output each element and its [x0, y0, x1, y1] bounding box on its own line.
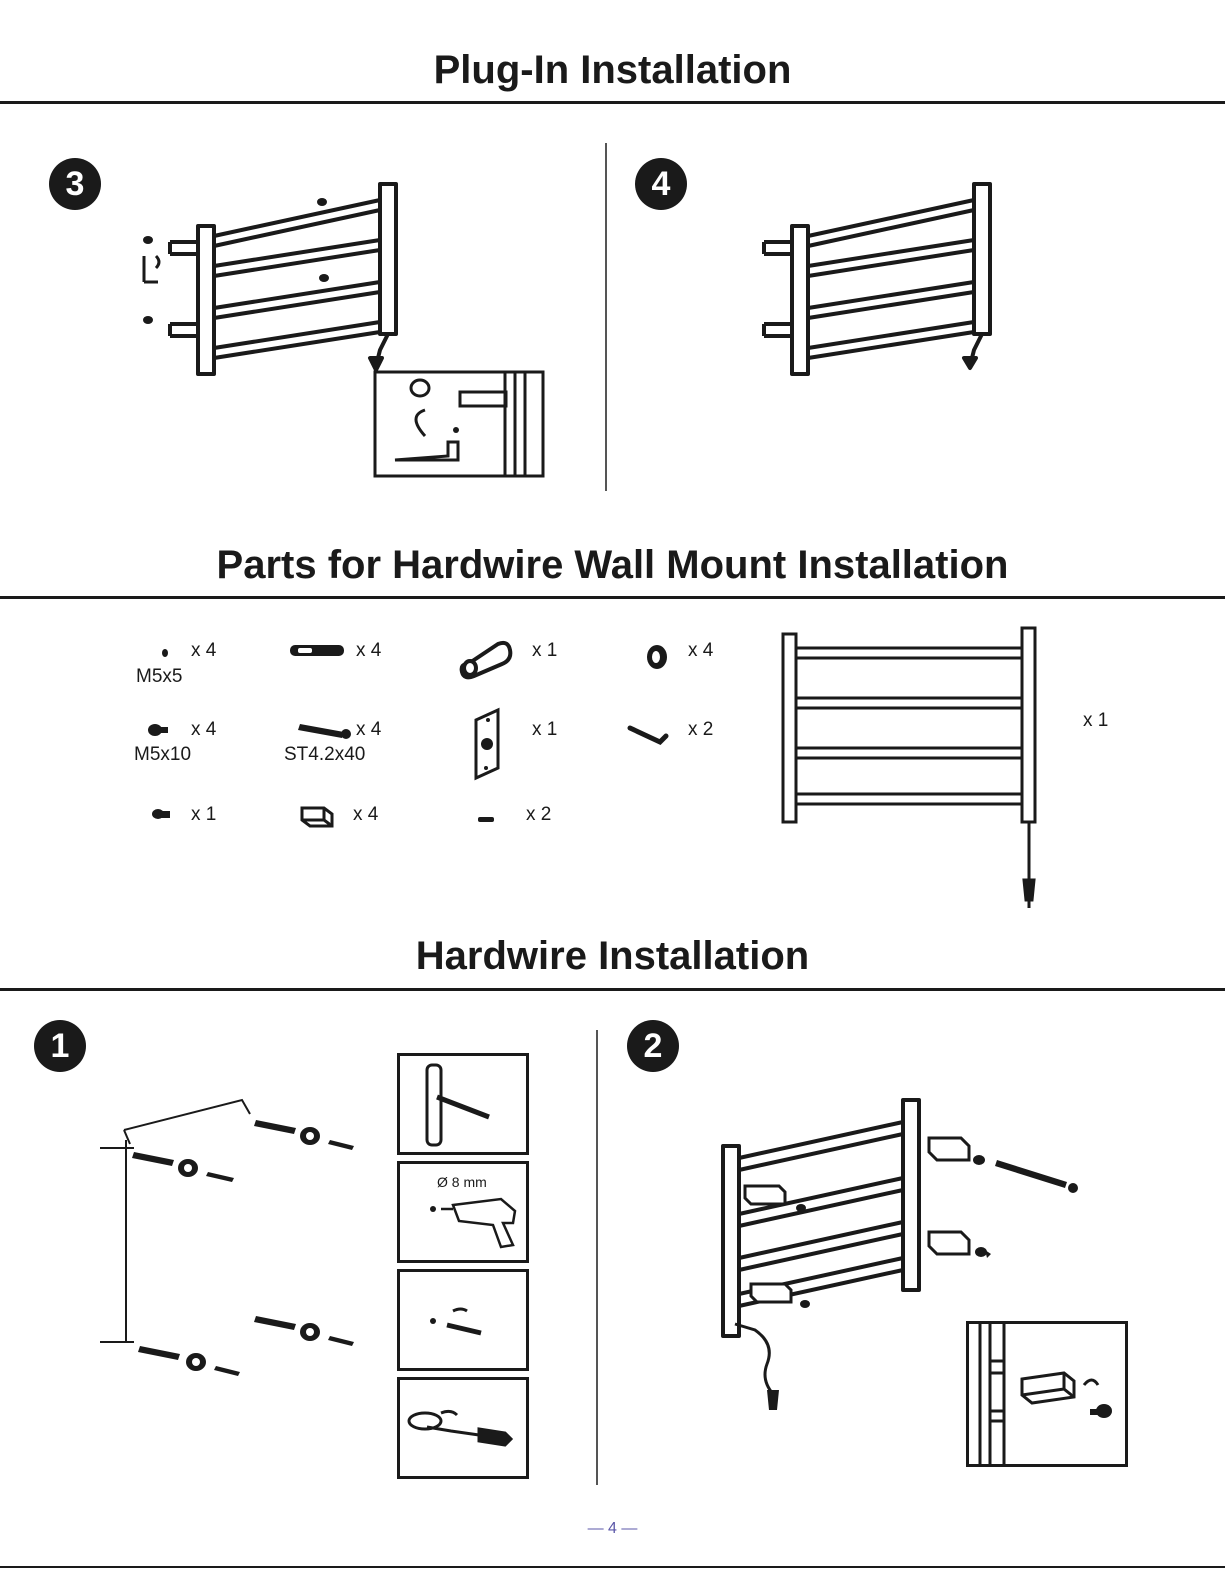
- page-number: — 4 —: [0, 1520, 1225, 1538]
- part-qty: x 4: [353, 804, 378, 826]
- towel-rack-front-view: [780, 624, 1050, 914]
- step-2-badge: 2: [627, 1020, 679, 1072]
- hardwire-title-rule: [0, 988, 1225, 991]
- part-qty: x 4: [688, 640, 713, 662]
- cylinder-sleeve-icon: [460, 636, 514, 680]
- inset-mark-holes-icon: [397, 1053, 529, 1155]
- step-2-inset-bracket-detail: [966, 1321, 1128, 1467]
- plugin-title-rule: [0, 101, 1225, 104]
- part-qty: x 4: [356, 640, 381, 662]
- step-1-badge: 1: [34, 1020, 86, 1072]
- mounting-plate-icon: [470, 706, 504, 782]
- step-1-anchor-layout-illustration: [90, 1090, 370, 1390]
- small-screw-icon: [150, 806, 174, 822]
- wood-screw-st4-2x40-icon: [296, 718, 354, 742]
- nut-icon: [644, 642, 672, 672]
- part-label: ST4.2x40: [284, 744, 365, 766]
- screw-m5x10-icon: [146, 722, 170, 738]
- drill-bit-size: Ø 8 mm: [437, 1174, 487, 1190]
- hardwire-section-title: Hardwire Installation: [0, 934, 1225, 979]
- hardwire-step-divider: [596, 1030, 598, 1485]
- plugin-step-divider: [605, 143, 607, 491]
- part-qty: x 2: [526, 804, 551, 826]
- inset-insert-anchor-icon: [397, 1269, 529, 1371]
- wall-anchor-icon: [288, 642, 348, 662]
- part-qty: x 4: [356, 719, 381, 741]
- part-qty: x 1: [532, 640, 557, 662]
- part-label: M5x5: [136, 666, 182, 688]
- step-4-badge: 4: [635, 158, 687, 210]
- part-qty: x 4: [191, 640, 216, 662]
- step-3-badge: 3: [49, 158, 101, 210]
- screw-m5x5-icon: [160, 648, 172, 660]
- part-qty: x 1: [532, 719, 557, 741]
- bracket-block-icon: [298, 804, 336, 830]
- inset-hammer-anchor-icon: [397, 1377, 529, 1479]
- step-3-towel-rack-illustration: [130, 170, 560, 490]
- part-qty: x 2: [688, 719, 713, 741]
- part-label: M5x10: [134, 744, 191, 766]
- set-screw-icon: [476, 814, 498, 826]
- allen-key-icon: [626, 722, 670, 750]
- plugin-section-title: Plug-In Installation: [0, 48, 1225, 93]
- step-4-towel-rack-illustration: [740, 170, 1020, 380]
- rack-qty: x 1: [1083, 710, 1108, 732]
- part-qty: x 4: [191, 719, 216, 741]
- parts-section-title: Parts for Hardwire Wall Mount Installati…: [0, 543, 1225, 588]
- parts-title-rule: [0, 596, 1225, 599]
- part-qty: x 1: [191, 804, 216, 826]
- footer-rule: [0, 1566, 1225, 1568]
